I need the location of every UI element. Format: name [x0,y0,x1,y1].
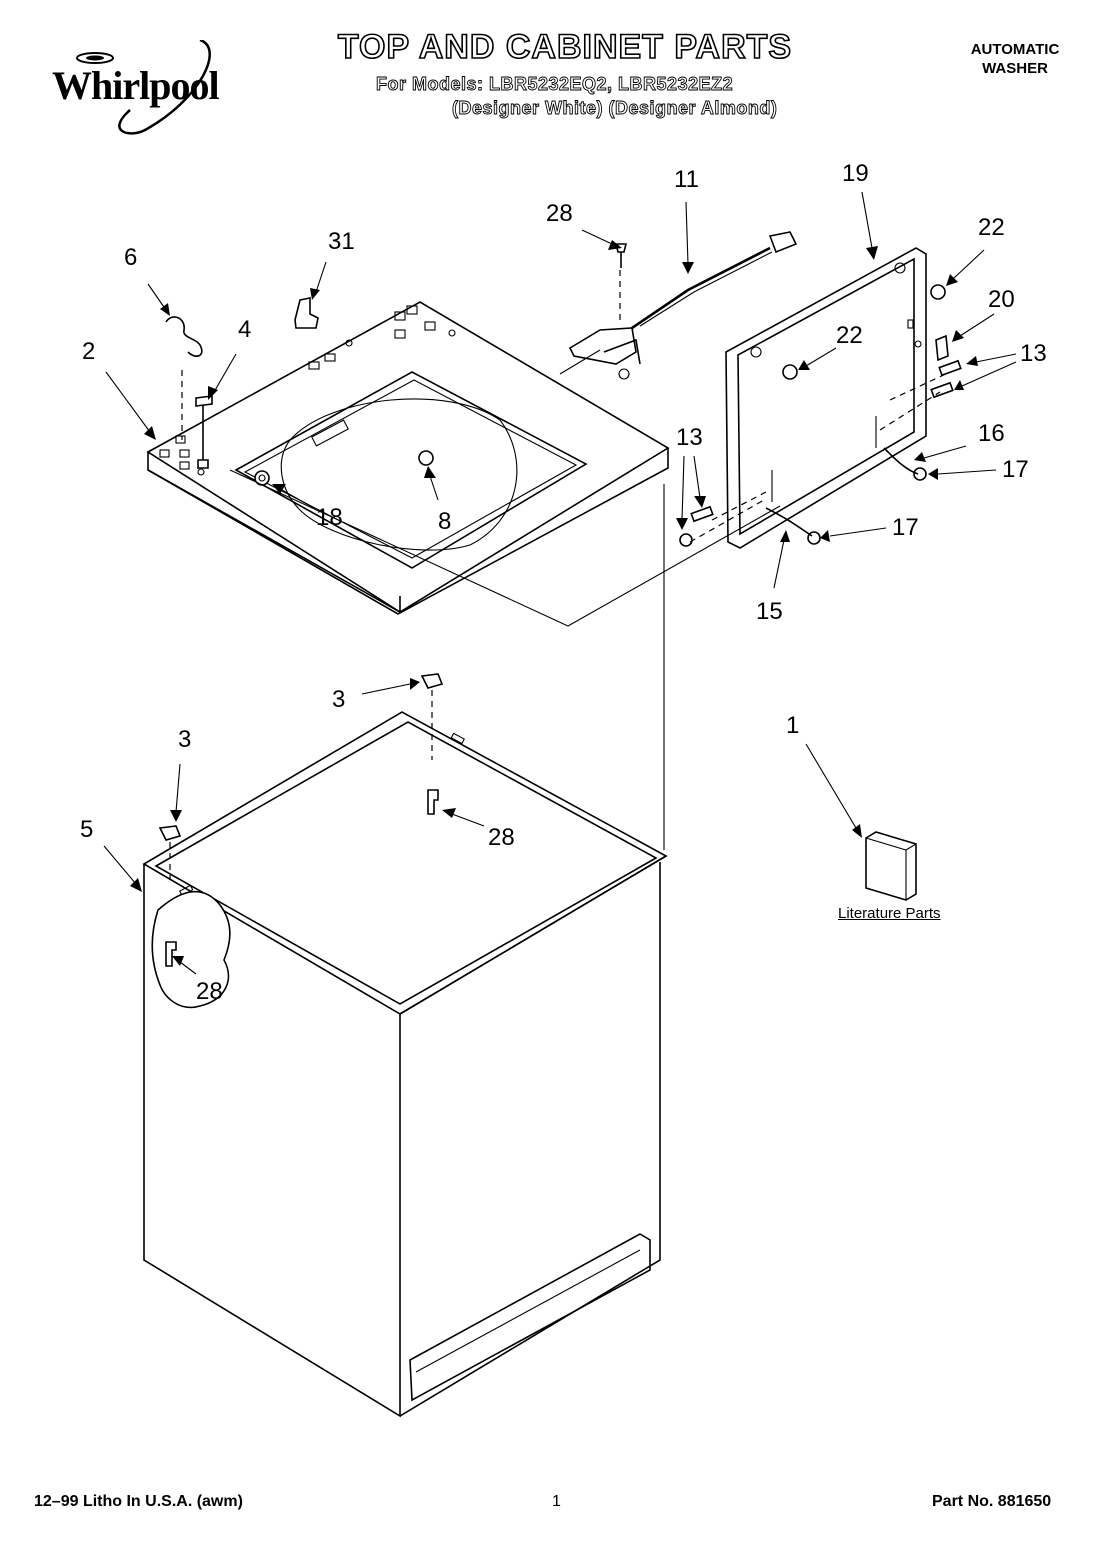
whirlpool-logo-icon [76,40,211,135]
callout-28-middle: 28 [488,824,515,851]
callout-4: 4 [238,316,252,343]
callout-3-upper: 3 [332,686,346,713]
callout-13-right: 13 [1020,340,1047,367]
literature-booklet [865,831,917,901]
console-frame [679,247,962,549]
callout-17-left: 17 [892,514,919,541]
callout-8: 8 [438,508,452,535]
callout-22-left: 22 [836,322,863,349]
part-number: Part No. 881650 [932,1493,1052,1510]
callout-3-lower: 3 [178,726,192,753]
callout-15: 15 [756,598,783,625]
callout-6: 6 [124,244,138,271]
callout-11: 11 [674,166,699,193]
page-number: 1 [552,1493,561,1510]
models-line: For Models: LBR5232EQ2, LBR5232EZ2 [376,74,734,95]
colors-line: (Designer White) (Designer Almond) [452,98,778,119]
callout-20: 20 [988,286,1015,313]
page-title: TOP AND CABINET PARTS [337,27,793,67]
callout-18: 18 [316,504,343,531]
footer-litho: 12–99 Litho In U.S.A. (awm) [34,1493,243,1510]
callout-19: 19 [842,160,869,187]
callout-22-right: 22 [978,214,1005,241]
callout-5: 5 [80,816,94,843]
top-panel [146,301,670,615]
callout-31: 31 [328,228,355,255]
callout-17-right: 17 [1002,456,1029,483]
literature-parts-label: Literature Parts [838,905,941,922]
brand-logo: Whirlpool [52,63,220,108]
appliance-line-1: AUTOMATIC [970,41,1060,58]
cabinet [142,673,668,1418]
wire-harness [568,231,798,380]
callout-2: 2 [82,338,96,365]
appliance-type: AUTOMATIC WASHER [940,40,1090,78]
callout-arrows [103,191,1017,975]
callout-28-cabinet: 28 [196,978,223,1005]
top-small-parts [165,297,434,486]
callout-13-left: 13 [676,424,703,451]
callout-1: 1 [786,712,800,739]
callout-16: 16 [978,420,1005,447]
callout-28-top: 28 [546,200,573,227]
appliance-line-2: WASHER [982,60,1048,77]
